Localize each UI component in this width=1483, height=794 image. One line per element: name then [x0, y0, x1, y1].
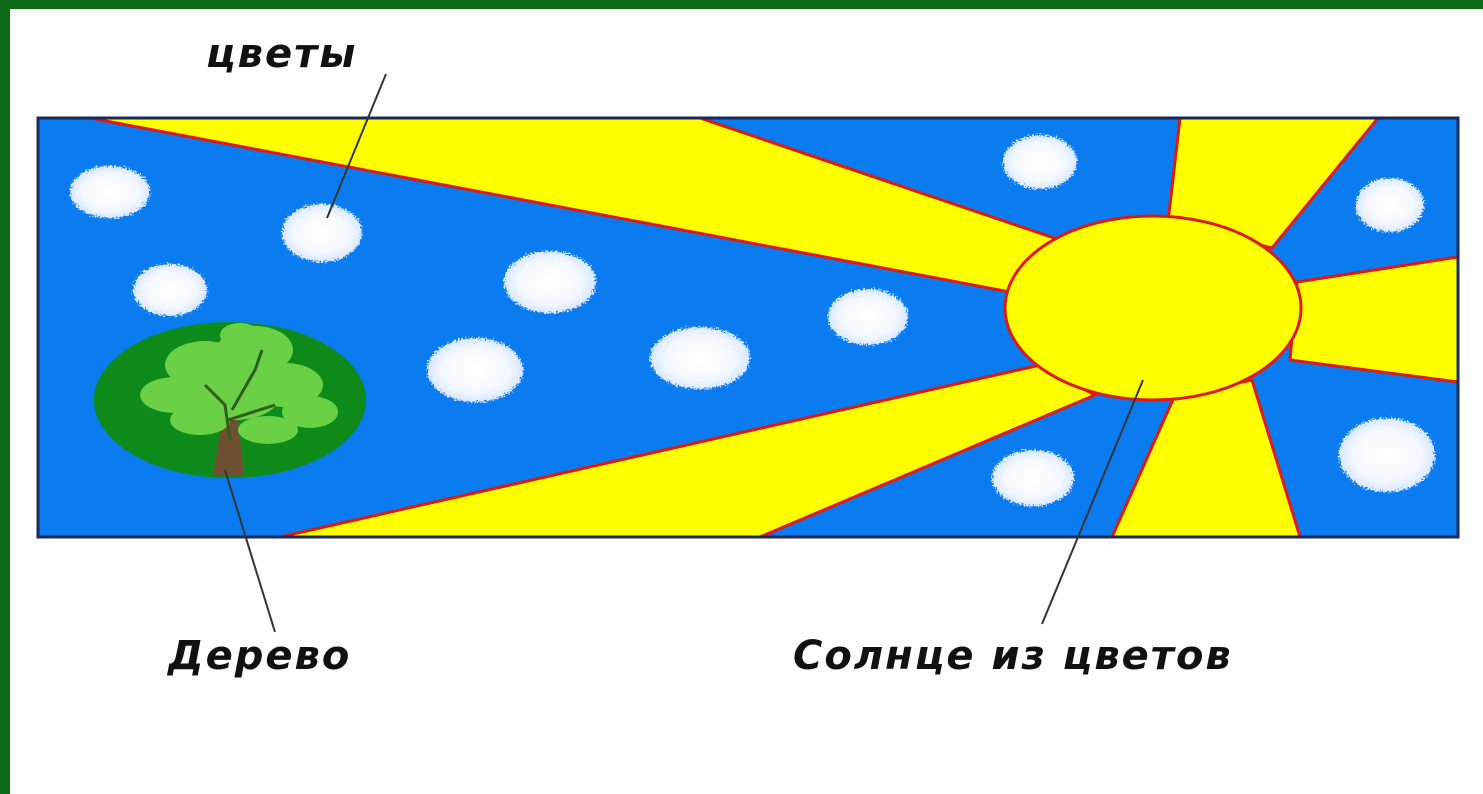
label-flowers: цветы: [206, 31, 357, 77]
flower-icon: [992, 450, 1074, 506]
slide: цветы Дерево Солнце из цветов: [10, 9, 1483, 794]
flower-icon: [133, 264, 207, 316]
flower-icon: [650, 327, 750, 389]
sun-icon: [1005, 216, 1301, 400]
flower-icon: [427, 338, 523, 402]
flower-icon: [1356, 178, 1424, 232]
flower-icon: [1339, 418, 1435, 492]
label-tree: Дерево: [168, 633, 351, 679]
flower-icon: [504, 251, 596, 313]
flower-icon: [828, 289, 908, 345]
flower-icon: [70, 166, 150, 218]
label-sun: Солнце из цветов: [793, 633, 1233, 679]
flower-icon: [282, 204, 362, 262]
flower-icon: [1003, 135, 1077, 189]
tree-icon: [94, 322, 366, 478]
